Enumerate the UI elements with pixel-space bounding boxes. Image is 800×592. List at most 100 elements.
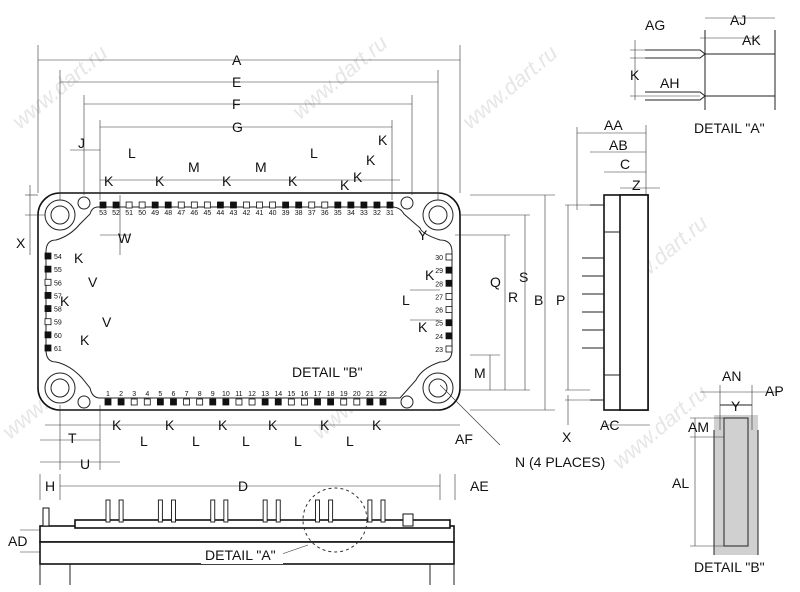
- dim-l: L: [242, 433, 250, 449]
- dim-l: L: [402, 292, 410, 308]
- dimension-lines: [20, 45, 555, 553]
- pin-number: 15: [287, 391, 295, 398]
- pin-number: 38: [295, 210, 303, 217]
- pin-pad: [164, 201, 172, 209]
- pin-number: 3: [132, 391, 136, 398]
- pin-lead: [171, 499, 176, 523]
- dim-k: K: [74, 250, 84, 266]
- pin-number: 51: [125, 210, 133, 217]
- pin-number: 14: [274, 391, 282, 398]
- pin-pad: [44, 331, 52, 339]
- pin-number: 42: [243, 210, 251, 217]
- pin-number: 56: [54, 280, 62, 287]
- pin-number: 44: [217, 210, 225, 217]
- pin-pad: [170, 398, 177, 406]
- dim-b: B: [534, 292, 543, 308]
- dim-k: K: [155, 173, 165, 189]
- pin-number: 58: [54, 307, 62, 314]
- dim-l: L: [310, 145, 318, 161]
- detail-a-circle: [302, 487, 368, 553]
- dimension-labels: A E F G J L L M M K K K K K K K K X W K …: [8, 52, 605, 549]
- dim-y: Y: [731, 398, 741, 414]
- dim-h: H: [45, 478, 55, 494]
- pin-number: 2: [119, 391, 123, 398]
- pin-number: 25: [435, 321, 443, 328]
- pin-lead: [210, 499, 216, 523]
- dim-k: K: [288, 173, 298, 189]
- pin-pad: [321, 201, 329, 209]
- pin-pad: [386, 201, 394, 209]
- pin-pad: [177, 201, 185, 209]
- pin-pad: [301, 398, 308, 406]
- pin-pad: [104, 398, 112, 406]
- pin-number: 48: [164, 210, 172, 217]
- pin-pad: [203, 201, 211, 209]
- pin-number: 18: [327, 391, 335, 398]
- pin-number: 52: [112, 210, 120, 217]
- side-view: AA AB C Z P X AC: [556, 117, 660, 445]
- pin-lead: [105, 499, 111, 523]
- dim-f: F: [232, 96, 241, 112]
- watermark: www.dart.ru: [287, 30, 392, 124]
- dim-j: J: [78, 135, 85, 151]
- pin-pad: [44, 265, 52, 273]
- dim-d: D: [238, 478, 248, 494]
- pin-number: 40: [269, 210, 277, 217]
- dim-v: V: [88, 274, 98, 290]
- pin-pad: [445, 253, 453, 261]
- pin-pad: [44, 305, 52, 312]
- dim-al: AL: [672, 475, 689, 491]
- pin-pad: [130, 398, 138, 406]
- dim-k: K: [60, 293, 70, 309]
- dim-af: AF: [455, 431, 473, 447]
- pin-pad: [334, 201, 342, 209]
- dim-m: M: [255, 159, 267, 175]
- pin-number: 32: [373, 210, 381, 217]
- pin-pad: [217, 201, 224, 209]
- dim-ag: AG: [645, 17, 665, 33]
- pin-number: 33: [360, 210, 368, 217]
- dim-ac: AC: [600, 417, 619, 433]
- pin-lead: [157, 499, 163, 523]
- pin-pad: [379, 398, 387, 406]
- dim-a: A: [232, 52, 242, 68]
- pin-number: 17: [314, 391, 322, 398]
- label-backing: [201, 546, 283, 564]
- pin-number: 10: [222, 391, 230, 398]
- pin-number: 39: [282, 210, 290, 217]
- dim-q: Q: [490, 274, 501, 290]
- dim-w: W: [118, 230, 132, 246]
- pin-pad: [308, 201, 316, 209]
- pin-pad: [366, 398, 374, 406]
- pin-number: 19: [340, 391, 348, 398]
- dim-k: K: [320, 417, 330, 433]
- pin-lead: [367, 499, 373, 523]
- dim-ae: AE: [470, 478, 489, 494]
- dim-aa: AA: [604, 117, 623, 133]
- pin-number: 20: [353, 391, 361, 398]
- pin-pad: [282, 201, 290, 209]
- dim-k: K: [630, 67, 640, 83]
- inner-outline: [45, 206, 453, 399]
- dim-l: L: [294, 433, 302, 449]
- dim-g: G: [232, 119, 243, 135]
- pin-pad: [353, 398, 361, 406]
- pin-pad: [112, 201, 120, 209]
- pin-number: 36: [321, 210, 329, 217]
- dim-k: K: [353, 169, 363, 185]
- dim-k: K: [366, 152, 376, 168]
- dim-l: L: [128, 145, 136, 161]
- detail-a-reference: DETAIL "A": [205, 547, 276, 563]
- dim-k: K: [378, 132, 388, 148]
- pin-number: 59: [54, 320, 62, 327]
- pin-pad: [295, 201, 303, 209]
- pin-pad: [99, 201, 107, 209]
- pin-number: 53: [99, 210, 107, 217]
- pin-pad: [243, 201, 250, 209]
- pin-pad: [287, 398, 295, 406]
- pin-pad: [327, 398, 335, 406]
- dim-v: V: [102, 314, 112, 330]
- dim-k: K: [425, 267, 435, 283]
- dim-s: S: [519, 269, 528, 285]
